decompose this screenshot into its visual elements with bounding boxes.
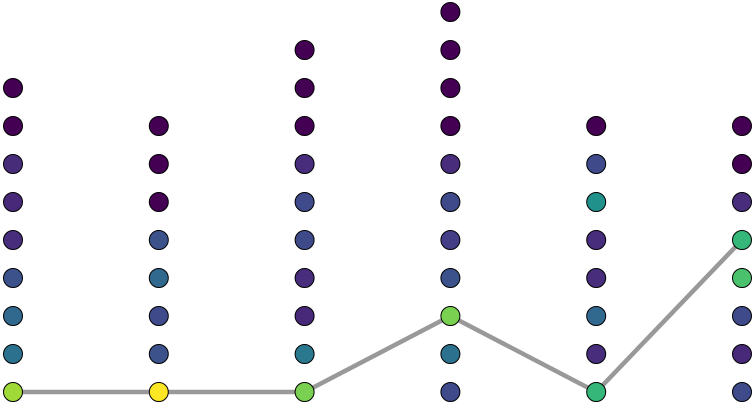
data-point <box>148 230 169 250</box>
data-point <box>732 230 752 250</box>
data-point <box>148 344 169 364</box>
data-point <box>294 78 315 98</box>
data-point <box>3 78 23 98</box>
data-point <box>586 306 607 326</box>
data-point <box>732 382 752 402</box>
data-point <box>732 154 752 174</box>
data-point <box>440 2 461 22</box>
data-point <box>294 154 315 174</box>
data-point <box>440 230 461 250</box>
data-point <box>732 306 752 326</box>
data-point <box>732 268 752 288</box>
data-point <box>148 154 169 174</box>
data-point <box>148 382 169 402</box>
data-point <box>440 40 461 60</box>
data-point <box>440 116 461 136</box>
data-point <box>294 192 315 212</box>
data-point <box>294 268 315 288</box>
data-point <box>3 116 23 136</box>
highlight-path-layer <box>10 237 745 395</box>
data-point <box>732 192 752 212</box>
data-point <box>732 344 752 364</box>
dot-column-2 <box>294 40 315 402</box>
dot-column-4 <box>586 116 607 402</box>
data-point <box>294 230 315 250</box>
data-point <box>586 116 607 136</box>
dot-column-0 <box>3 78 23 402</box>
dot-column-1 <box>148 116 169 402</box>
data-point <box>586 230 607 250</box>
data-point <box>294 344 315 364</box>
data-point <box>148 306 169 326</box>
data-point <box>586 382 607 402</box>
data-point <box>586 268 607 288</box>
dot-column-5 <box>732 116 752 402</box>
data-point <box>440 306 461 326</box>
data-point <box>586 154 607 174</box>
data-point <box>294 116 315 136</box>
data-point <box>148 192 169 212</box>
data-point <box>148 116 169 136</box>
data-point <box>294 382 315 402</box>
data-point <box>586 344 607 364</box>
data-point <box>3 344 23 364</box>
data-point <box>3 382 23 402</box>
data-point <box>440 382 461 402</box>
data-point <box>3 230 23 250</box>
data-point <box>3 192 23 212</box>
data-point <box>3 306 23 326</box>
data-point <box>3 268 23 288</box>
data-point <box>440 78 461 98</box>
data-point <box>440 344 461 364</box>
data-point <box>148 268 169 288</box>
data-point <box>586 192 607 212</box>
data-point <box>440 268 461 288</box>
data-point <box>732 116 752 136</box>
data-point <box>440 192 461 212</box>
data-point <box>3 154 23 174</box>
data-point <box>440 154 461 174</box>
data-point <box>294 40 315 60</box>
dots-layer <box>3 2 752 402</box>
dot-column-3 <box>440 2 461 402</box>
data-point <box>294 306 315 326</box>
highlight-path-line <box>10 237 745 395</box>
